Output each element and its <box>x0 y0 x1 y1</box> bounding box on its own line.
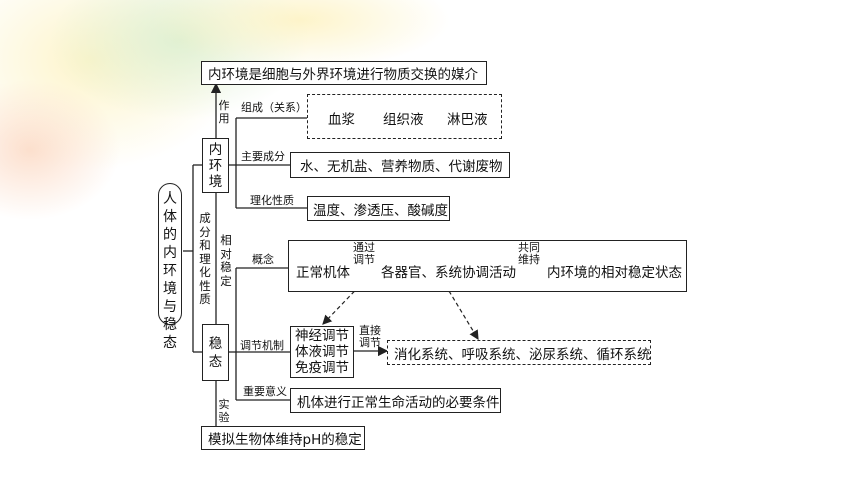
label-direct-regulation: 直接调节 <box>359 324 381 349</box>
root-node: 人体的内环境与稳态 <box>158 183 182 351</box>
label-composition-props: 成分和理化性质 <box>199 211 211 306</box>
regulation-types-box: 神经调节 体液调节 免疫调节 <box>290 326 354 378</box>
label-significance: 重要意义 <box>243 385 287 398</box>
label-main-component: 主要成分 <box>241 150 285 163</box>
label-composition: 组成（关系） <box>241 101 307 114</box>
label-phys-chem: 理化性质 <box>250 194 294 207</box>
steady-state-node: 稳态 <box>202 324 229 381</box>
composition-box: 血浆 组织液 淋巴液 <box>307 94 502 139</box>
label-function: 作用 <box>218 99 230 125</box>
top-fact-box: 内环境是细胞与外界环境进行物质交换的媒介 <box>201 61 487 85</box>
label-experiment: 实验 <box>218 398 230 424</box>
label-through-regulation: 通过调节 <box>353 241 375 266</box>
label-regulation-mechanism: 调节机制 <box>240 339 284 352</box>
concept-box: 正常机体 各器官、系统协调活动 内环境的相对稳定状态 <box>288 240 687 292</box>
label-concept: 概念 <box>252 253 274 266</box>
experiment-box: 模拟生物体维持pH的稳定 <box>201 426 365 450</box>
label-jointly-maintain: 共同维持 <box>518 241 540 266</box>
necessity-box: 机体进行正常生命活动的必要条件 <box>290 388 501 413</box>
main-components-box: 水、无机盐、营养物质、代谢废物 <box>290 152 510 178</box>
systems-box: 消化系统、呼吸系统、泌尿系统、循环系统 <box>387 340 651 365</box>
inner-environment-node: 内环境 <box>202 138 229 193</box>
label-relative-stable: 相对稳定 <box>220 233 232 288</box>
properties-box: 温度、渗透压、酸碱度 <box>307 196 450 221</box>
